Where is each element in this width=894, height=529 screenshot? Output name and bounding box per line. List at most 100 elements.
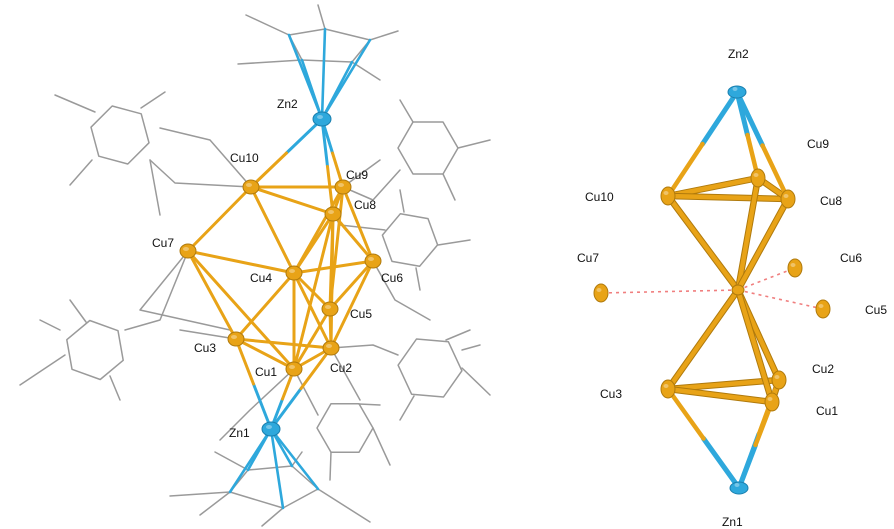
bond-Cu8-Cu2 — [329, 212, 335, 350]
ligand-bridge — [179, 329, 237, 340]
metal-atoms — [179, 111, 382, 437]
atom-highlight — [325, 305, 331, 309]
cp-methyl-top — [317, 4, 326, 30]
atom-label-cu10: Cu10 — [230, 151, 259, 165]
atom-label-cu9: Cu9 — [346, 168, 368, 182]
cp-methyl-bottom — [261, 507, 284, 527]
aryl-substituent-1 — [140, 91, 166, 109]
core-atom-highlight — [596, 288, 602, 292]
cp-methyl-top — [237, 59, 303, 65]
aryl-substituent-3 — [415, 267, 421, 291]
core-atom-label-zn1: Zn1 — [722, 515, 743, 529]
aryl-ring-5 — [397, 338, 463, 398]
bond-Cu3-Cu2 — [234, 337, 333, 350]
atom-label-cu1: Cu1 — [255, 365, 277, 379]
core-bond-Zn2-Cu10-cu-half — [665, 141, 705, 199]
atom-highlight — [289, 269, 295, 273]
bond-Cu4-Cu5 — [292, 271, 332, 311]
bond-Cu10-Cu4 — [249, 185, 296, 275]
atom-zn1 — [261, 421, 281, 437]
cp-methyl-bottom — [199, 491, 231, 516]
zn-cp-bond — [269, 427, 285, 510]
core-bond-Zn1-Cu3-cu-half — [665, 386, 706, 441]
atom-cu6 — [364, 253, 382, 269]
core-atom-highlight — [732, 87, 738, 91]
atom-cu3 — [227, 331, 245, 347]
core-bond-Cu8-Cu4 — [735, 196, 791, 293]
atom-highlight — [231, 335, 237, 339]
atom-highlight — [289, 365, 295, 369]
zn-cp-bond — [320, 60, 354, 121]
atom-highlight — [338, 183, 344, 187]
core-bond-Cu10-Cu8 — [665, 193, 791, 202]
bond-Cu5-Cu1 — [292, 307, 332, 371]
atom-label-cu6: Cu6 — [381, 271, 403, 285]
atom-highlight — [328, 210, 334, 214]
core-bond-Zn1-Cu1-zn-half — [736, 442, 758, 491]
aryl-link-1 — [149, 159, 252, 188]
core-atom-cu4 — [731, 284, 745, 296]
aryl-substituent-3 — [399, 189, 405, 213]
atom-label-zn1: Zn1 — [229, 426, 250, 440]
aryl-substituent-4 — [69, 299, 87, 323]
aryl-substituent-1 — [149, 159, 161, 216]
atom-highlight — [246, 183, 252, 187]
bond-Cu8-Cu4 — [292, 212, 335, 275]
aryl-ring-2 — [397, 121, 459, 175]
cp-ring-top — [288, 28, 371, 63]
core-bond-Cu3-Cu1 — [665, 386, 775, 405]
cp-ring-bottom — [229, 465, 319, 509]
aryl-substituent-4 — [109, 375, 121, 401]
core-atom-label-cu3: Cu3 — [600, 387, 622, 401]
aryl-substituent-5 — [399, 395, 415, 421]
core-bond-Zn2-Cu10-zn-half — [700, 89, 740, 147]
atom-cu10 — [242, 179, 260, 195]
ligand-bridge — [219, 368, 295, 441]
bond-Cu4-Cu2 — [292, 271, 333, 350]
atom-cu2 — [322, 340, 340, 356]
core-atom-highlight — [767, 397, 773, 401]
aryl-substituent-2 — [457, 139, 491, 149]
bond-Cu6-Cu2 — [329, 259, 375, 350]
aryl-link-2 — [342, 169, 401, 201]
bond-Cu7-Cu4 — [186, 249, 296, 275]
core-bond-Cu10-Cu4 — [665, 193, 741, 293]
zn-cp-bond — [269, 427, 320, 491]
cp-methyl-bottom — [169, 491, 231, 497]
aryl-substituent-1 — [54, 94, 96, 113]
core-bond-Cu10-Cu9 — [665, 175, 761, 199]
bond-Cu10-Cu8 — [249, 185, 335, 216]
core-atom-label-zn2: Zn2 — [728, 47, 749, 61]
core-atom-cu1 — [764, 392, 780, 412]
aryl-substituent-6 — [358, 403, 381, 406]
core-atom-cu6 — [787, 258, 803, 278]
atom-highlight — [317, 115, 323, 119]
core-atom-highlight — [663, 191, 669, 195]
cp-methyl-top — [245, 14, 290, 36]
bond-Cu4-Cu3 — [234, 271, 296, 341]
aryl-ring-4 — [66, 319, 124, 381]
bond-Cu7-Cu3 — [186, 249, 238, 341]
bond-Zn2-Cu10-cu-half — [249, 151, 288, 189]
bond-Cu3-Cu1 — [234, 337, 296, 371]
ligand-bridge — [159, 127, 252, 188]
atom-cu8 — [324, 206, 342, 222]
atom-highlight — [183, 247, 189, 251]
core-bond-Cu9-Cu4 — [735, 175, 761, 293]
atom-label-zn2: Zn2 — [277, 97, 298, 111]
aryl-substituent-2 — [442, 173, 456, 201]
aryl-substituent-6 — [329, 451, 332, 481]
ligand-bridge — [330, 347, 361, 401]
long-contacts — [600, 267, 824, 310]
ligand-bridge — [372, 260, 431, 321]
atom-label-cu4: Cu4 — [250, 271, 272, 285]
core-atom-highlight — [783, 194, 789, 198]
aryl-ring-3 — [381, 212, 439, 268]
contact-Cu4-Cu6 — [737, 267, 796, 291]
aryl-substituent-5 — [445, 329, 471, 341]
